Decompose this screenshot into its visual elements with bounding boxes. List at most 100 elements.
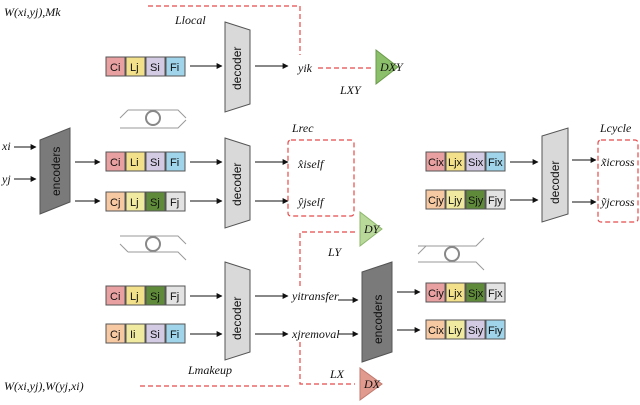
block-l-label: Lj — [130, 291, 139, 303]
top-input-label: W(xi,yj),Mk — [4, 5, 61, 19]
block-c-label: Cj — [110, 329, 120, 341]
out-local-label: yik — [297, 61, 313, 75]
block-f-label: Fi — [170, 157, 179, 169]
block-s — [465, 319, 486, 340]
l-cycle-box — [597, 139, 639, 223]
out-transfer-label: yitransfer — [291, 289, 339, 303]
block-s — [465, 282, 486, 303]
block-c — [105, 285, 126, 306]
block-s-label: Si — [150, 62, 160, 74]
out-yself-label: ŷjself — [297, 195, 325, 209]
block-l-label: Lj — [130, 197, 139, 209]
out-xself-label: x̂iself — [297, 157, 325, 171]
row-ry-blocks: Cix Liy Siy Fiy — [425, 319, 506, 340]
block-l — [445, 151, 466, 172]
swap-icon-top — [119, 109, 187, 129]
block-l — [125, 285, 146, 306]
block-f — [485, 282, 506, 303]
y-input-label: yj — [1, 172, 11, 186]
swap-icon-bottom — [119, 235, 187, 261]
block-c-label: Cjy — [428, 195, 444, 207]
block-f — [165, 285, 186, 306]
block-f-label: Fix — [488, 157, 503, 169]
row-cy-blocks: Cix Ljx Six Fix — [425, 151, 506, 172]
l-rec-box — [287, 139, 355, 217]
block-s-label: Sjx — [468, 288, 484, 300]
block-s — [465, 151, 486, 172]
decoder-cycle-label: decoder — [548, 161, 562, 204]
block-s — [465, 189, 486, 210]
block-s — [145, 151, 166, 172]
block-s-label: Sj — [150, 291, 160, 303]
block-s — [145, 323, 166, 344]
row-cx-blocks: Cjy Ljy Sjy Fjy — [425, 189, 506, 210]
row-removal-blocks: Cj Ii Si Fi — [105, 323, 186, 344]
block-f — [485, 319, 506, 340]
l-x-label: LX — [329, 367, 345, 381]
block-s — [145, 56, 166, 77]
discriminator-xy — [375, 48, 399, 86]
block-c-label: Ciy — [428, 288, 444, 300]
block-s-label: Sj — [150, 197, 160, 209]
block-s-label: Si — [150, 157, 160, 169]
block-l — [445, 189, 466, 210]
out-xcross-label: x̃icross — [600, 155, 635, 169]
dashed-to-dx — [299, 342, 355, 385]
encoders-right — [361, 261, 393, 363]
encoders-left — [39, 127, 71, 215]
block-l — [125, 191, 146, 212]
block-f — [165, 323, 186, 344]
block-l — [125, 56, 146, 77]
block-l — [125, 151, 146, 172]
block-l-label: Li — [130, 157, 139, 169]
block-f — [485, 151, 506, 172]
block-c — [105, 191, 126, 212]
decoder-bottom — [224, 261, 251, 361]
block-f-label: Fjy — [488, 195, 503, 207]
decoder-mid — [224, 137, 251, 229]
block-l-label: Ljx — [448, 288, 463, 300]
out-ycross-label: ỹjcross — [600, 195, 635, 209]
block-l — [445, 282, 466, 303]
block-f-label: Fiy — [488, 325, 503, 337]
block-c — [425, 189, 446, 210]
l-cycle-label: Lcycle — [599, 121, 632, 135]
block-c — [425, 319, 446, 340]
block-l-label: Ii — [130, 329, 136, 341]
row-rx-blocks: Ciy Ljx Sjx Fjx — [425, 282, 506, 303]
row-y-blocks: Cj Lj Sj Fj — [105, 191, 186, 212]
d-xy-label: DXY — [379, 60, 404, 74]
encoders-left-label: encoders — [49, 147, 63, 196]
bottom-input-label: W(xi,yj),W(yj,xi) — [4, 379, 84, 393]
row-transfer-blocks: Ci Lj Sj Fj — [105, 285, 186, 306]
decoder-top — [224, 21, 251, 113]
block-f — [165, 191, 186, 212]
block-c — [425, 151, 446, 172]
block-c-label: Ci — [110, 157, 120, 169]
block-f — [485, 189, 506, 210]
block-f-label: Fi — [170, 62, 179, 74]
d-y-label: DY — [363, 222, 381, 236]
block-s-label: Si — [150, 329, 160, 341]
block-l — [125, 323, 146, 344]
block-c-label: Cj — [110, 197, 120, 209]
block-l-label: Ljy — [448, 195, 463, 207]
block-c — [105, 323, 126, 344]
block-l-label: Ljx — [448, 157, 463, 169]
block-l-label: Liy — [448, 325, 463, 337]
x-input-label: xi — [1, 139, 11, 153]
l-makeup-label: Lmakeup — [187, 363, 232, 377]
block-c — [105, 151, 126, 172]
block-f-label: Fi — [170, 329, 179, 341]
l-xy-label: LXY — [339, 83, 362, 97]
swap-icon-right — [417, 237, 485, 271]
d-x-label: DX — [363, 377, 381, 391]
row-x-blocks: Ci Li Si Fi — [105, 151, 186, 172]
block-f-label: Fjx — [488, 288, 503, 300]
discriminator-x — [359, 367, 383, 401]
l-rec-label: Lrec — [291, 121, 314, 135]
block-f — [165, 151, 186, 172]
block-s — [145, 191, 166, 212]
block-c — [425, 282, 446, 303]
block-c-label: Cix — [428, 157, 444, 169]
